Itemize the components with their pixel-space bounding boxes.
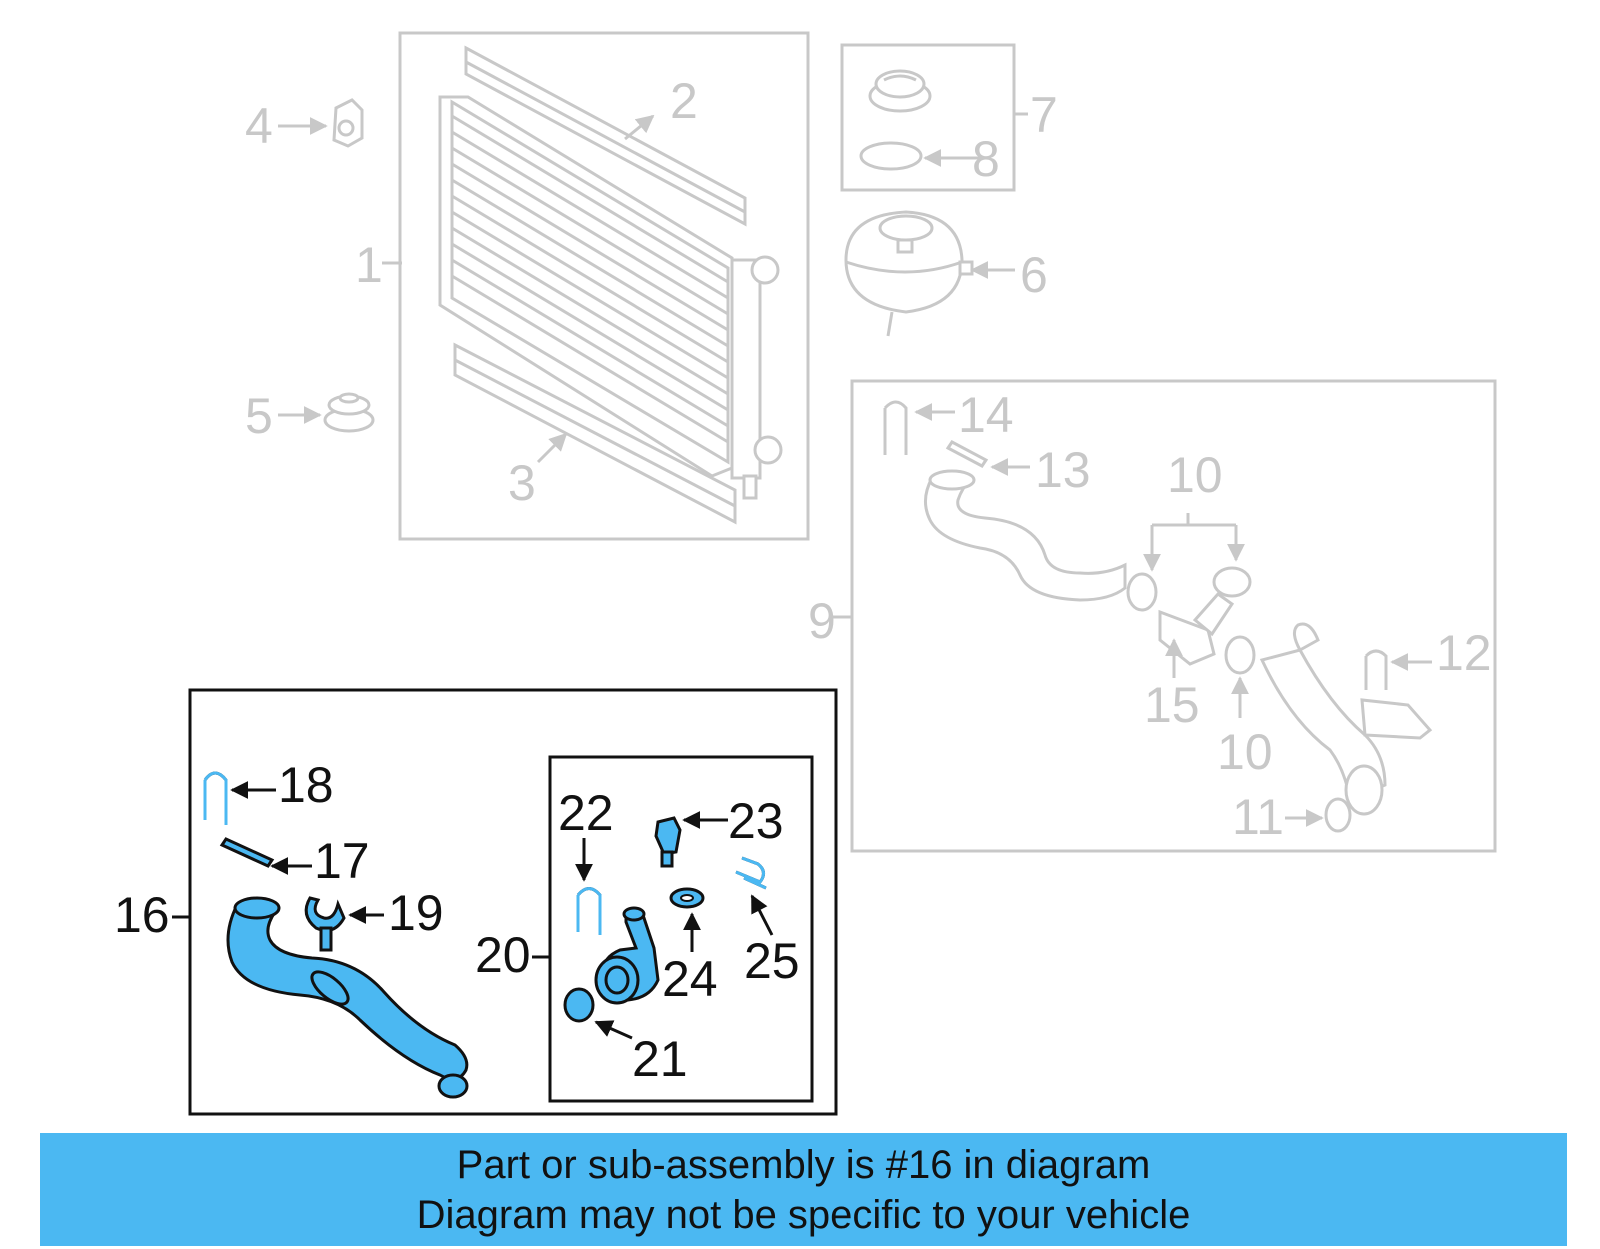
banner-line-part: Part or sub-assembly is #16 in diagram xyxy=(456,1142,1151,1187)
upper-hose xyxy=(924,469,1127,602)
coolant-hose-16 xyxy=(226,896,469,1099)
callout-25: 25 xyxy=(744,933,800,989)
radiator-group xyxy=(382,31,810,541)
callout-8: 8 xyxy=(972,131,1000,187)
callout-11: 11 xyxy=(1232,789,1284,845)
seal-strip-top xyxy=(464,45,747,227)
bracket xyxy=(332,98,364,148)
callout-16: 16 xyxy=(114,887,170,943)
sensor-23 xyxy=(654,816,682,868)
callout-19: 19 xyxy=(388,885,444,941)
callout-21: 21 xyxy=(632,1031,688,1087)
callout-9: 9 xyxy=(808,593,836,649)
callout-20: 20 xyxy=(475,927,531,983)
callout-1: 1 xyxy=(355,237,383,293)
hose-clamp-strip-17 xyxy=(219,837,275,868)
callout-4: 4 xyxy=(245,98,273,154)
callout-17: 17 xyxy=(314,833,370,889)
hose-connector xyxy=(1158,591,1235,666)
radiator-core xyxy=(438,95,783,500)
coolant-flange-20 xyxy=(594,906,660,1005)
callout-10-top: 10 xyxy=(1167,447,1223,503)
callout-15: 15 xyxy=(1144,677,1200,733)
info-banner: Part or sub-assembly is #16 in diagram D… xyxy=(40,1133,1567,1246)
callout-6: 6 xyxy=(1020,247,1048,303)
seal-strip-bottom xyxy=(453,342,737,525)
callout-24: 24 xyxy=(662,951,718,1007)
callout-14: 14 xyxy=(958,387,1014,443)
callout-23: 23 xyxy=(728,793,784,849)
callout-18: 18 xyxy=(278,757,334,813)
callout-10-bottom: 10 xyxy=(1217,724,1273,780)
callout-3: 3 xyxy=(508,455,536,511)
mount-bushing xyxy=(323,392,375,433)
expansion-tank xyxy=(844,210,974,337)
callout-7: 7 xyxy=(1030,87,1058,143)
lower-hose-assembly xyxy=(1259,622,1433,816)
reservoir-cap xyxy=(868,69,932,113)
hose-clamp xyxy=(1126,566,1256,675)
callout-12: 12 xyxy=(1436,625,1492,681)
o-ring xyxy=(1324,797,1352,833)
callout-22: 22 xyxy=(558,785,614,841)
cap-group xyxy=(840,43,1028,192)
hose-clip-19 xyxy=(304,896,346,952)
o-ring-21 xyxy=(563,987,595,1023)
lower-hose-group xyxy=(172,688,838,1116)
banner-line-disclaimer: Diagram may not be specific to your vehi… xyxy=(416,1192,1191,1237)
upper-hose-group xyxy=(833,379,1497,853)
callout-5: 5 xyxy=(245,388,273,444)
callout-2: 2 xyxy=(670,73,698,129)
cap-seal xyxy=(859,141,923,171)
hose-clamp-strip xyxy=(945,440,989,468)
callout-13: 13 xyxy=(1035,442,1091,498)
